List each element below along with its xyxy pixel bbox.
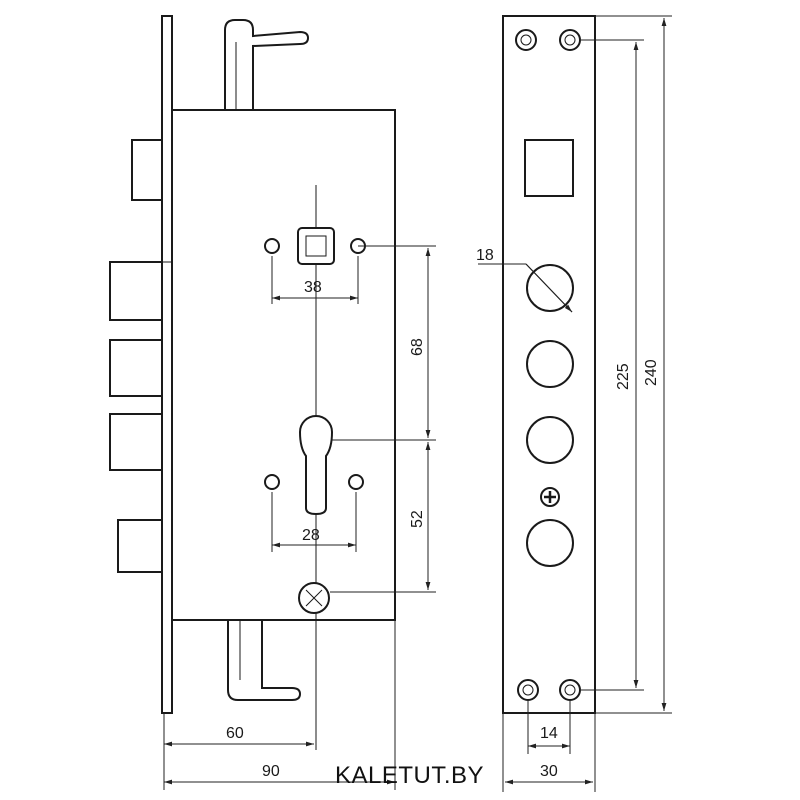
cylinder-screw-hole-left bbox=[264, 474, 280, 490]
latch-window bbox=[524, 139, 574, 197]
dimension-label-18: 18 bbox=[476, 247, 494, 264]
bolt-hole-4 bbox=[526, 519, 574, 567]
faceplate-screw-bottom-right bbox=[559, 679, 581, 701]
lower-rod bbox=[227, 619, 302, 701]
lock-front-plate bbox=[161, 15, 173, 714]
dimension-240: 240 bbox=[595, 15, 672, 714]
bolt-hole-3 bbox=[526, 416, 574, 464]
dimension-label-14: 14 bbox=[540, 725, 558, 742]
dimension-14: 14 bbox=[527, 700, 571, 754]
faceplate-view: 18 225 240 14 30 bbox=[476, 15, 672, 792]
latch-bolt-lower bbox=[117, 519, 163, 573]
dimension-label-30: 30 bbox=[540, 763, 558, 780]
faceplate-screw-top-left bbox=[515, 29, 537, 51]
deadbolt-2 bbox=[109, 339, 163, 397]
dimension-225: 225 bbox=[580, 39, 644, 691]
faceplate-screw-top-right bbox=[559, 29, 581, 51]
dimension-label-225: 225 bbox=[615, 363, 632, 390]
dimension-38: 38 bbox=[271, 256, 359, 304]
dimension-label-90: 90 bbox=[262, 763, 280, 780]
dimension-label-60: 60 bbox=[226, 725, 244, 742]
dimension-90: 90 bbox=[164, 620, 396, 790]
handle-screw-hole-left bbox=[264, 238, 280, 254]
dimension-label-28: 28 bbox=[302, 527, 320, 544]
dimension-label-240: 240 bbox=[643, 359, 660, 386]
upper-rod bbox=[224, 19, 310, 111]
watermark-text: KALETUT.BY bbox=[335, 762, 485, 789]
lock-body-view: 38 28 68 52 60 90 bbox=[109, 15, 436, 790]
dimension-label-68: 68 bbox=[409, 338, 426, 356]
bolt-hole-2 bbox=[526, 340, 574, 388]
faceplate-screw-bottom-left bbox=[517, 679, 539, 701]
latch-bolt bbox=[131, 139, 163, 201]
lock-case bbox=[171, 109, 396, 621]
deadbolt-1 bbox=[109, 261, 163, 321]
dimension-68-52: 68 52 bbox=[330, 245, 436, 593]
spindle-square bbox=[297, 227, 335, 265]
dimension-18: 18 bbox=[476, 247, 573, 313]
dimension-60: 60 bbox=[163, 713, 314, 790]
dimension-30: 30 bbox=[502, 713, 596, 792]
cylinder-cutout bbox=[298, 415, 334, 516]
deadbolt-3 bbox=[109, 413, 163, 471]
dimension-28: 28 bbox=[271, 492, 357, 552]
dimension-label-38: 38 bbox=[304, 279, 322, 296]
dimension-label-52: 52 bbox=[409, 510, 426, 528]
cylinder-screw-hole-right bbox=[348, 474, 364, 490]
